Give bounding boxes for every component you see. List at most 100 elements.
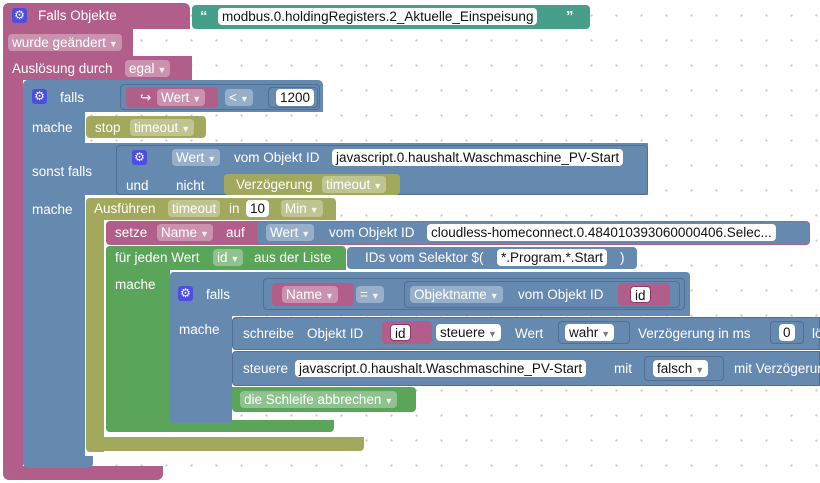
then-label: mache — [32, 120, 73, 135]
object-label: vom Objekt ID — [329, 225, 415, 240]
variable-dropdown[interactable]: Wert▼ — [157, 89, 206, 106]
control-label: steuere — [243, 361, 289, 376]
operator-dropdown[interactable]: <▼ — [225, 89, 253, 106]
loop-do-label: mache — [115, 277, 156, 292]
chevron-down-icon: ▼ — [325, 291, 334, 301]
timeout-block-frame[interactable] — [86, 198, 104, 452]
boolean-dropdown[interactable]: wahr▼ — [565, 324, 615, 341]
gear-icon[interactable]: ⚙ — [12, 8, 27, 23]
delay-dropdown[interactable]: timeout▼ — [322, 176, 387, 193]
control-block-1[interactable] — [232, 317, 820, 350]
list-label: aus der Liste — [254, 250, 332, 265]
delay-running-block[interactable] — [224, 174, 400, 195]
gear-icon[interactable]: ⚙ — [132, 150, 147, 165]
selector-label: IDs vom Selektor $( — [365, 250, 484, 265]
chevron-down-icon: ▼ — [239, 94, 249, 104]
value-dropdown[interactable]: Wert▼ — [172, 149, 221, 166]
event-title: Falls Objekte — [38, 8, 117, 23]
timeout-block-header[interactable] — [86, 198, 336, 220]
object-id-label: Objekt ID — [307, 326, 364, 341]
object-property-dropdown[interactable]: Objektname▼ — [410, 286, 503, 303]
quote-close-icon: ” — [566, 8, 574, 25]
loop-block-header[interactable] — [106, 246, 346, 270]
loop-block-frame[interactable] — [106, 246, 170, 432]
loop-block-footer — [106, 420, 334, 432]
and-label: und — [126, 178, 149, 193]
stop-timeout-dropdown[interactable]: timeout▼ — [130, 119, 195, 136]
variable-block[interactable] — [126, 87, 218, 108]
not-label: nicht — [176, 178, 205, 193]
timeout-amount-field[interactable]: 10 — [246, 200, 270, 217]
name-variable-block[interactable] — [272, 283, 354, 306]
stop-timeout-block[interactable] — [86, 116, 206, 138]
selector-field[interactable]: *.Program.*.Start — [497, 249, 608, 266]
value-dropdown[interactable]: Wert▼ — [266, 224, 315, 241]
event-block-row3 — [3, 56, 192, 80]
event-block-frame[interactable] — [3, 3, 23, 478]
event-block-footer — [3, 466, 163, 480]
delay-ms-label: Verzögerung in ms — [638, 326, 751, 341]
with-label: mit — [614, 361, 632, 376]
elseif-label: sonst falls — [32, 164, 93, 179]
loop-variable-dropdown[interactable]: id▼ — [213, 249, 244, 266]
chevron-down-icon: ▼ — [200, 229, 209, 239]
id-variable-field[interactable]: id — [630, 286, 651, 303]
to-label: auf — [226, 225, 245, 240]
change-mode-dropdown[interactable]: wurde geändert▼ — [8, 34, 122, 51]
chevron-down-icon: ▼ — [309, 205, 319, 215]
name-variable-dropdown[interactable]: Name▼ — [282, 286, 338, 303]
chevron-down-icon: ▼ — [301, 229, 311, 239]
delay-number-field[interactable]: 0 — [779, 324, 795, 341]
chevron-down-icon: ▼ — [370, 291, 380, 301]
chevron-down-icon: ▼ — [601, 329, 611, 339]
event-block-row2 — [3, 29, 133, 56]
chevron-down-icon: ▼ — [230, 254, 240, 264]
chevron-down-icon: ▼ — [695, 365, 705, 375]
chevron-down-icon: ▼ — [384, 396, 394, 406]
object-label: vom Objekt ID — [518, 287, 604, 302]
timeout-block-footer — [86, 437, 364, 451]
trigger-label: Auslösung durch — [12, 61, 113, 76]
chevron-down-icon: ▼ — [181, 124, 191, 134]
run-label: Ausführen — [94, 201, 156, 216]
object-id-field[interactable]: modbus.0.holdingRegisters.2_Aktuelle_Ein… — [218, 8, 538, 25]
stop-label: stop — [95, 120, 121, 135]
if-block-footer — [23, 456, 93, 468]
break-loop-block[interactable] — [232, 387, 416, 412]
id-variable-field[interactable]: id — [390, 324, 411, 341]
object-id-field[interactable]: cloudless-homeconnect.0.4840103930600004… — [427, 224, 776, 241]
chevron-down-icon: ▼ — [489, 291, 499, 301]
trigger-dropdown[interactable]: egal▼ — [125, 60, 171, 77]
inner-if-label: falls — [206, 287, 231, 302]
return-arrow-icon: ↪ — [140, 90, 152, 105]
delay-label: Verzögerung — [236, 177, 313, 192]
set-variable-dropdown[interactable]: Name▼ — [157, 224, 213, 241]
if-block-frame[interactable] — [23, 80, 85, 466]
chevron-down-icon: ▼ — [157, 65, 167, 75]
chevron-down-icon: ▼ — [108, 39, 118, 49]
control-mode-dropdown[interactable]: steuere▼ — [436, 324, 501, 341]
set-label: setze — [115, 225, 148, 240]
number-field[interactable]: 1200 — [276, 89, 315, 106]
chevron-down-icon: ▼ — [192, 94, 202, 104]
foreach-label: für jeden Wert — [115, 250, 200, 265]
boolean-dropdown[interactable]: falsch▼ — [653, 360, 709, 377]
timeout-name-dropdown[interactable]: timeout — [168, 200, 221, 217]
write-label: schreibe — [243, 326, 295, 341]
else-then-label: mache — [32, 202, 73, 217]
with-delay-label: mit Verzögerung — [734, 361, 820, 376]
object-id-field[interactable]: javascript.0.haushalt.Waschmaschine_PV-S… — [295, 360, 587, 377]
inner-then-label: mache — [179, 322, 220, 337]
clear-running-label: lö — [812, 326, 820, 341]
chevron-down-icon: ▼ — [207, 154, 217, 164]
timeout-unit-dropdown[interactable]: Min▼ — [281, 200, 323, 217]
gear-icon[interactable]: ⚙ — [178, 286, 193, 301]
object-id-field[interactable]: javascript.0.haushalt.Waschmaschine_PV-S… — [332, 149, 624, 166]
gear-icon[interactable]: ⚙ — [32, 89, 47, 104]
quote-open-icon: “ — [200, 8, 208, 25]
object-label: vom Objekt ID — [234, 150, 320, 165]
inner-if-footer — [170, 413, 232, 423]
event-block-header[interactable] — [3, 3, 190, 29]
break-loop-dropdown[interactable]: die Schleife abbrechen▼ — [240, 391, 398, 408]
equals-operator-dropdown[interactable]: =▼ — [356, 286, 384, 303]
